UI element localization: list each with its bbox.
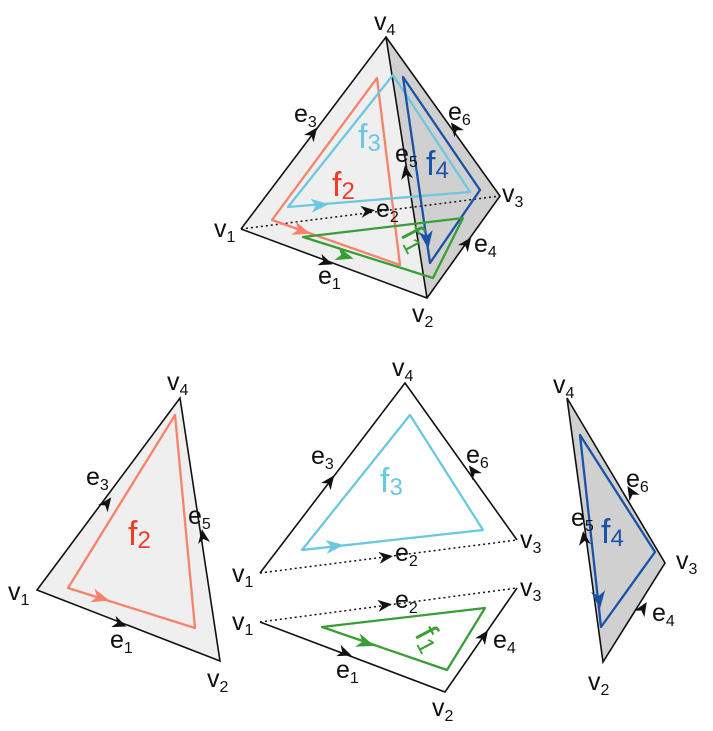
vertex-label-v3: v3	[676, 547, 698, 578]
arrow-e2	[360, 205, 375, 218]
vertex-label-v4: v4	[553, 371, 575, 402]
edge-label-e2: e2	[376, 195, 399, 226]
arrow-e4	[634, 602, 647, 618]
face-f4-unfolded: v4 v3 v2 e6 e5 e4 f4	[553, 371, 698, 699]
arrow-e4	[475, 630, 489, 646]
edge-label-e6: e6	[466, 441, 489, 472]
face-f4-fill	[566, 397, 666, 665]
edges-e1-e4	[259, 587, 518, 693]
vertex-label-v2: v2	[432, 694, 454, 725]
vertex-label-v3: v3	[502, 180, 524, 211]
edge-label-e1: e1	[318, 262, 341, 293]
edge-label-e1: e1	[336, 656, 359, 687]
vertex-label-v2: v2	[412, 300, 434, 331]
arrow-e3	[320, 475, 335, 491]
loop-arrow-f4	[591, 590, 606, 609]
edge-label-e5: e5	[395, 140, 418, 171]
face-f2-fill	[35, 395, 221, 663]
edge-label-e2: e2	[395, 586, 418, 617]
loop-arrow-f1	[334, 246, 354, 261]
loop-arrow-f4	[418, 230, 433, 249]
face-label-f1: f1	[406, 620, 451, 658]
loop-f2	[66, 413, 197, 630]
loop-f1	[320, 606, 487, 672]
face-label-f4: f4	[426, 145, 449, 184]
loop-f4	[401, 75, 482, 265]
arrow-e2	[378, 551, 393, 564]
edges-e3-e6	[259, 381, 518, 574]
vertex-label-v1: v1	[232, 560, 254, 591]
arrow-e3	[303, 127, 318, 143]
edge-label-e3: e3	[311, 442, 334, 473]
vertex-label-v1: v1	[8, 578, 30, 609]
loop-f4	[578, 433, 657, 629]
arrow-e5	[401, 165, 414, 180]
edge-label-e5: e5	[188, 502, 211, 533]
edge-e2	[259, 539, 518, 574]
face-label-f3: f3	[380, 462, 403, 501]
tetrahedron-assembled: v4 v3 v1 v2 e3 e6 e5 e2 e1 e4 f3 f2 f4 f…	[214, 8, 524, 331]
face-label-f2: f2	[332, 166, 355, 205]
arrow-e1	[317, 253, 333, 266]
loop-f3	[300, 413, 485, 552]
face-v4-v3-v2	[386, 37, 500, 298]
arrow-e3	[97, 497, 112, 513]
edge-label-e3: e3	[86, 463, 109, 494]
arrow-e1	[111, 615, 127, 628]
vertex-label-v4: v4	[374, 8, 396, 39]
face-label-f4: f4	[601, 513, 624, 552]
edge-label-e4: e4	[652, 599, 675, 630]
vertex-label-v4: v4	[392, 354, 414, 385]
vertex-label-v2: v2	[207, 665, 229, 696]
edge-label-e3: e3	[294, 100, 317, 131]
vertex-label-v1: v1	[214, 215, 236, 246]
vertex-label-v1: v1	[232, 608, 254, 639]
loop-arrow-f1	[355, 633, 375, 647]
loop-f2	[270, 76, 402, 267]
arrow-e1	[336, 644, 352, 657]
face-label-f2: f2	[128, 515, 151, 554]
vertex-label-v4: v4	[167, 368, 189, 399]
arrow-e6	[450, 122, 464, 138]
edge-label-e5: e5	[571, 504, 594, 535]
face-f3-unfolded: v4 v3 v1 e3 e6 e2 f3	[232, 354, 542, 591]
loop-f3	[286, 73, 472, 209]
loop-arrow-f3	[310, 198, 329, 213]
arrow-e5	[198, 529, 211, 544]
edge-label-e1: e1	[110, 626, 133, 657]
vertex-label-v2: v2	[588, 668, 610, 699]
loop-arrow-f3	[325, 539, 344, 554]
arrow-e5	[579, 531, 591, 546]
edge-label-e6: e6	[626, 465, 649, 496]
loop-arrow-f2	[291, 221, 311, 235]
loop-f1	[301, 216, 465, 280]
edge-e5	[385, 36, 428, 299]
edge-label-e6: e6	[448, 98, 471, 129]
edge-label-e4: e4	[493, 626, 516, 657]
edge-label-e2: e2	[395, 539, 418, 570]
vertex-label-v3: v3	[520, 574, 542, 605]
arrow-e6	[468, 465, 482, 481]
face-f2-unfolded: v4 v1 v2 e3 e5 e1 f2	[8, 368, 229, 696]
vertex-label-v3: v3	[520, 526, 542, 557]
edge-e2	[259, 587, 518, 623]
arrow-e4	[458, 237, 472, 253]
loop-arrow-f2	[90, 588, 110, 603]
edge-label-e4: e4	[474, 230, 497, 261]
arrow-e2	[377, 599, 392, 612]
arrow-e6	[627, 485, 640, 502]
tetra-outline	[240, 35, 501, 299]
face-label-f3: f3	[358, 118, 381, 157]
face-f1-unfolded: v3 v1 v2 e2 e1 e4 f1	[232, 574, 542, 725]
